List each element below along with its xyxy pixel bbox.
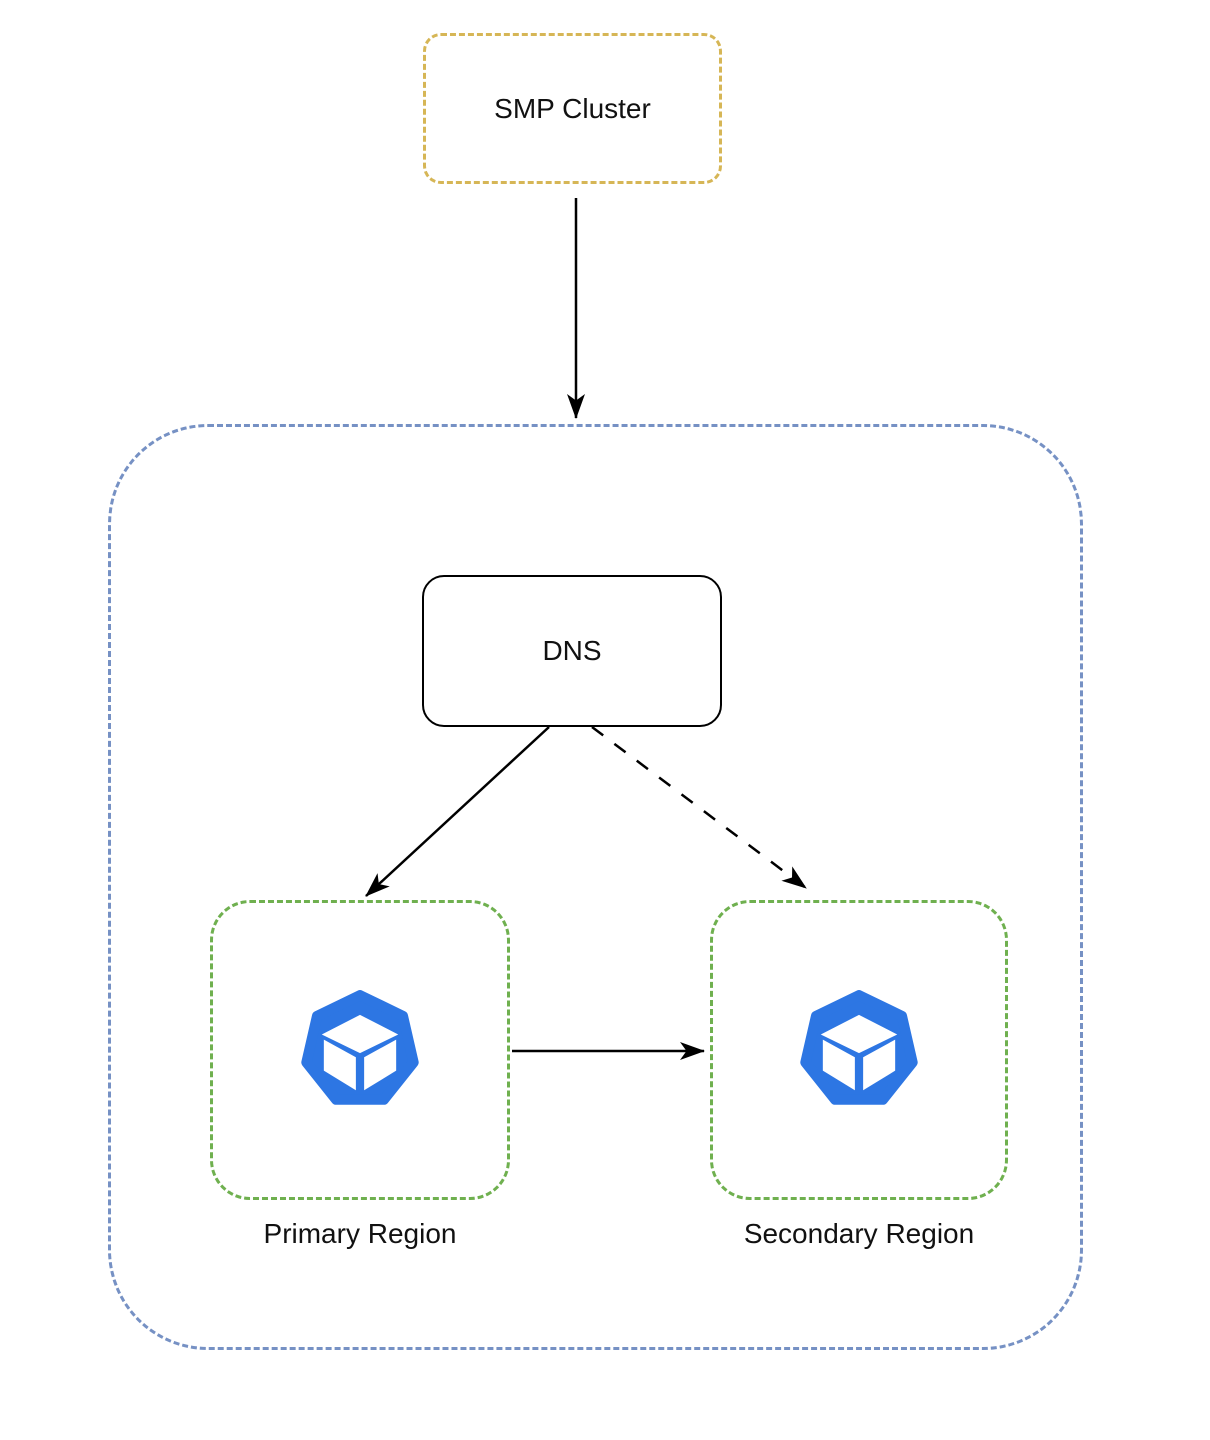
node-primary-region	[210, 900, 510, 1200]
smp-cluster-label: SMP Cluster	[494, 92, 651, 124]
node-dns: DNS	[422, 575, 722, 727]
outer-boundary	[108, 424, 1083, 1350]
secondary-region-label: Secondary Region	[743, 1218, 975, 1249]
node-secondary-region	[710, 900, 1008, 1200]
dns-label: DNS	[542, 635, 602, 666]
cluster-cube-icon	[301, 990, 419, 1105]
primary-region-label: Primary Region	[263, 1218, 457, 1249]
node-smp-cluster: SMP Cluster	[423, 33, 722, 184]
cluster-cube-icon	[800, 990, 918, 1105]
